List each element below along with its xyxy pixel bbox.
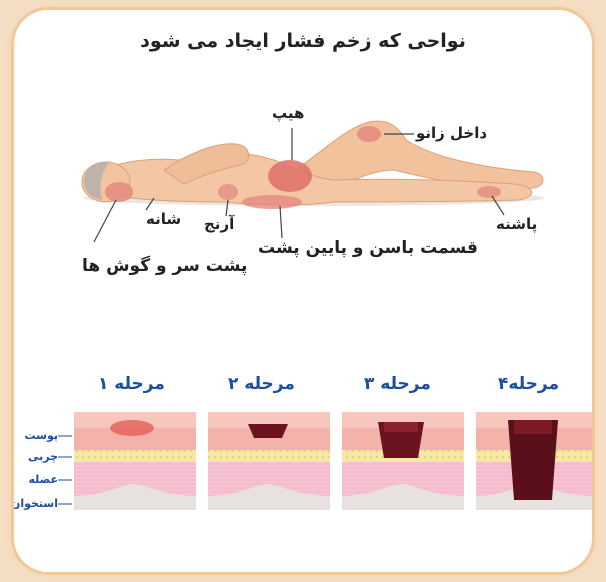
layer-label-fat: چربی xyxy=(20,450,58,463)
spot-heel xyxy=(477,186,501,198)
spot-head xyxy=(105,182,133,202)
spot-hip xyxy=(268,160,312,192)
label-shoulder: شانه xyxy=(146,210,181,228)
spot-inner-knee xyxy=(357,126,381,142)
layer-label-skin: پوست xyxy=(20,429,58,442)
spot-elbow xyxy=(218,184,238,200)
label-inner-knee: داخل زانو xyxy=(416,124,487,142)
stage-block-1 xyxy=(74,412,196,510)
stage-block-4 xyxy=(476,412,592,510)
label-head: پشت سر و گوش ها xyxy=(82,256,247,276)
stage-block-3 xyxy=(342,412,464,510)
layer-label-muscle: عضله xyxy=(20,473,58,486)
body-illustration xyxy=(14,10,592,572)
label-sacrum: قسمت باسن و پایین پشت xyxy=(258,238,478,258)
label-elbow: آرنج xyxy=(204,215,234,233)
stage-2-title: مرحله ۲ xyxy=(228,374,295,394)
layer-label-bone: استخوان xyxy=(14,497,58,510)
stage-block-2 xyxy=(208,412,330,510)
stage-4-title: مرحله۴ xyxy=(498,374,559,394)
diagram-card: نواحی که زخم فشار ایجاد می شود xyxy=(14,10,592,572)
layer-ticks xyxy=(58,436,72,504)
label-hip: هیپ xyxy=(272,104,304,122)
spot-sacrum xyxy=(242,195,302,209)
label-heel: پاشنه xyxy=(496,215,537,233)
stage-1-title: مرحله ۱ xyxy=(98,374,165,394)
stage-3-title: مرحله ۳ xyxy=(364,374,431,394)
